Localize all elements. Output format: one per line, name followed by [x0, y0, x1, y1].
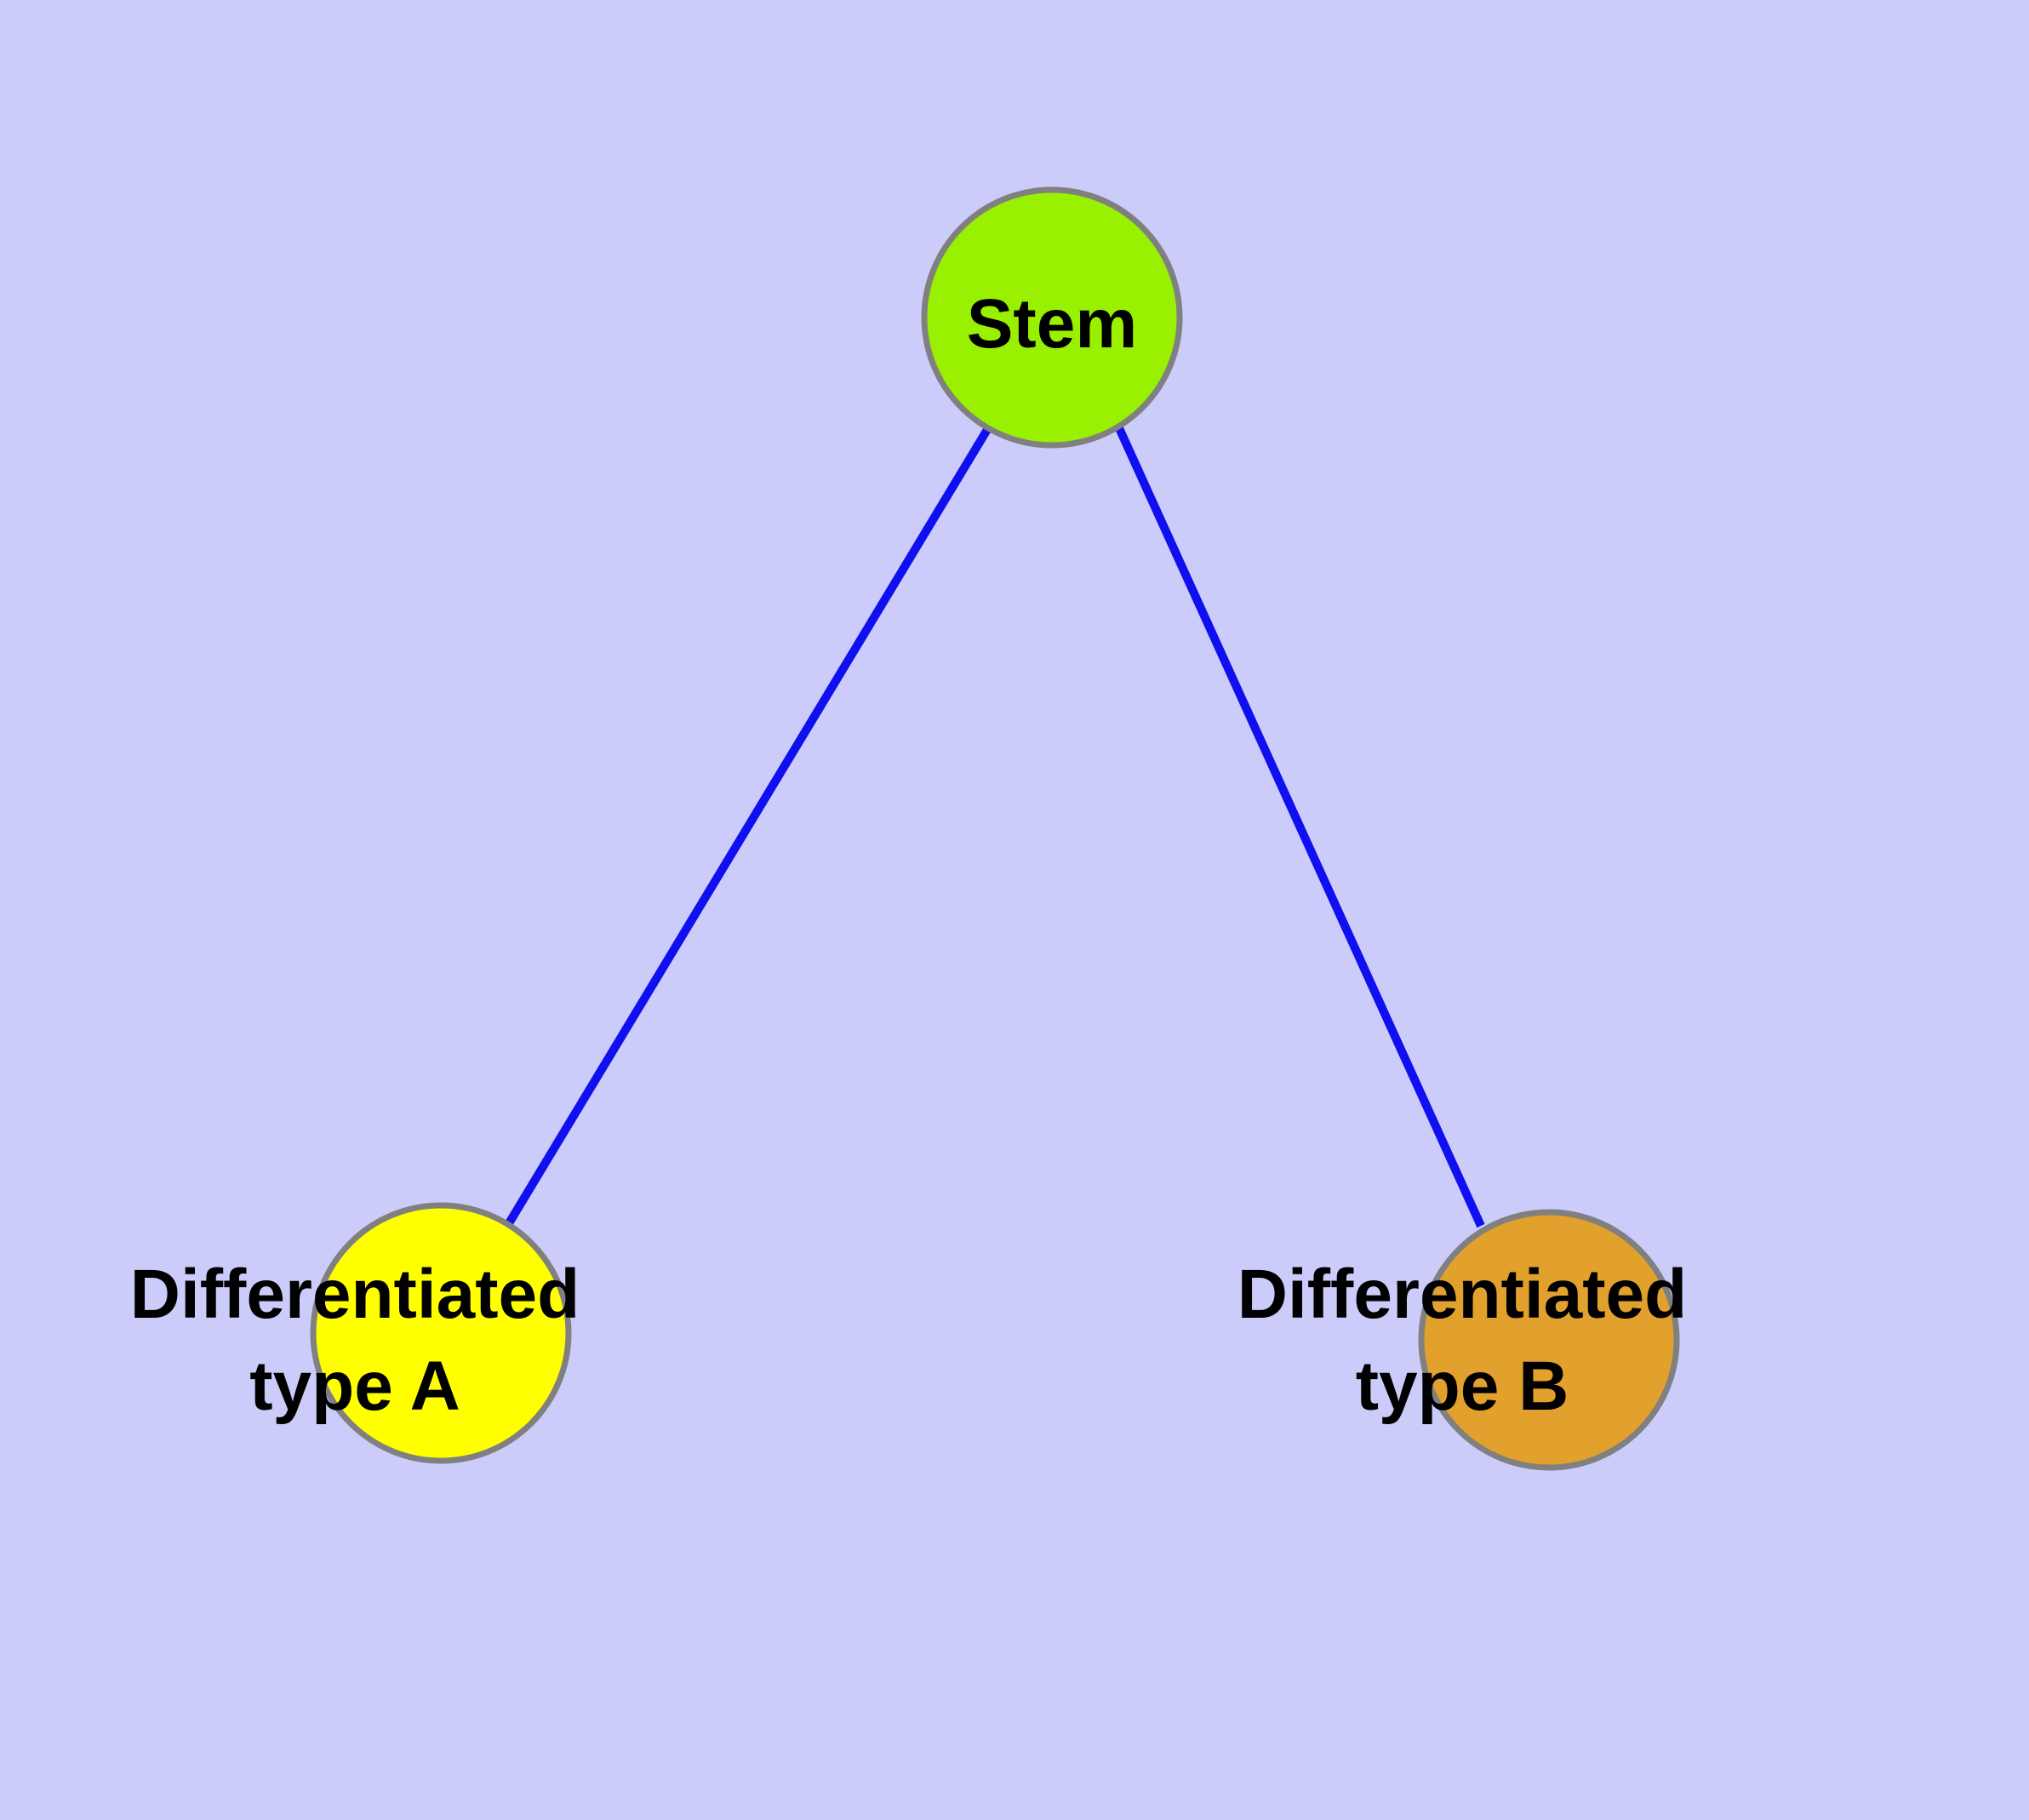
edge-stem-to-differentiated-type-a[interactable]	[505, 426, 992, 1226]
node-stem-circle[interactable]	[921, 186, 1183, 449]
node-differentiated-type-b-label-line-2: type B	[1356, 1348, 1569, 1425]
node-differentiated-type-b-label-line-1: Differentiated	[1237, 1256, 1688, 1333]
node-differentiated-type-a-circle[interactable]	[310, 1202, 572, 1464]
node-differentiated-type-b[interactable]: Differentiated type B	[1237, 1209, 1688, 1471]
node-stem-label-line-1: Stem	[967, 285, 1138, 363]
node-layer: Stem Differentiated type A Differentiate…	[130, 186, 1688, 1471]
node-differentiated-type-a[interactable]: Differentiated type A	[130, 1202, 580, 1464]
node-differentiated-type-a-label-line-1: Differentiated	[130, 1256, 580, 1333]
node-stem[interactable]: Stem	[921, 186, 1183, 449]
node-differentiated-type-b-circle[interactable]	[1418, 1209, 1680, 1471]
node-differentiated-type-a-label-line-2: type A	[249, 1348, 460, 1425]
edge-layer	[505, 426, 1485, 1228]
edge-stem-to-differentiated-type-b[interactable]	[1115, 426, 1485, 1228]
